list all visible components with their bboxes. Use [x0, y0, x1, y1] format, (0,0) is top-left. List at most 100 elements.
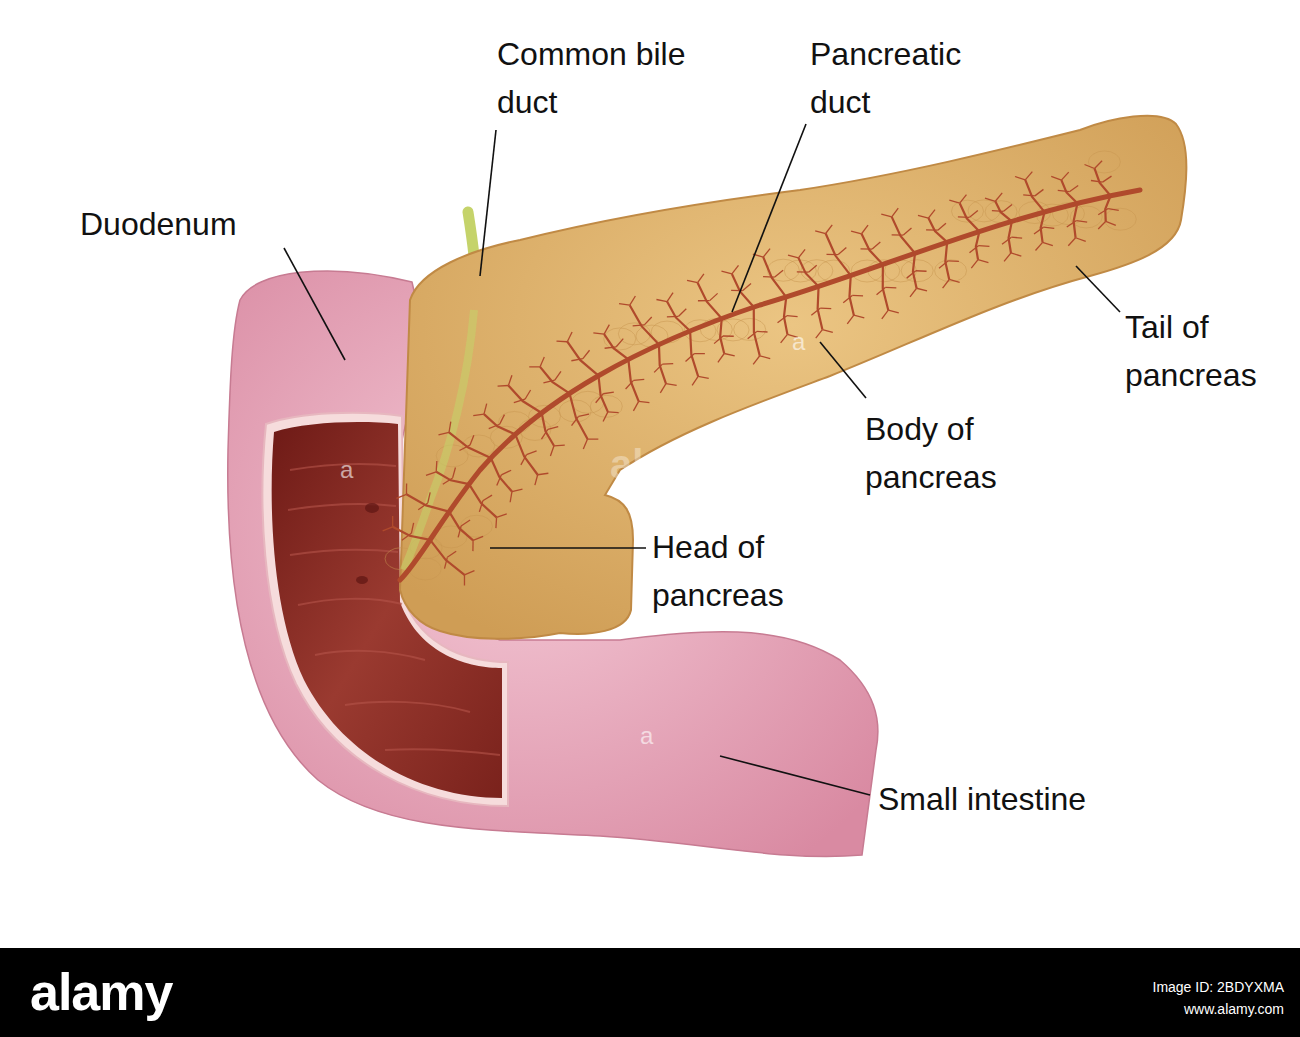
duct-twig [827, 254, 839, 255]
duct-twig [969, 246, 978, 253]
duct-twig [497, 514, 507, 518]
pancreatic-duct [400, 190, 1140, 580]
duct-twig [453, 468, 456, 478]
duct-branch [570, 393, 588, 439]
duct-twig [1004, 205, 1012, 212]
duct-branch [406, 494, 449, 511]
duct-twig [960, 195, 967, 203]
duct-twig [667, 316, 679, 318]
duct-twig [383, 527, 393, 531]
duct-twig [822, 330, 832, 333]
duct-twig [788, 255, 798, 258]
duct-branch [449, 512, 473, 541]
site-url: www.alamy.com [1184, 1000, 1284, 1018]
duct-twig [852, 295, 863, 297]
duct-twig [916, 270, 927, 272]
duct-twig [526, 451, 536, 455]
duct-twig [809, 265, 817, 272]
duct-twig [406, 483, 407, 494]
duct-twig [596, 394, 604, 403]
duct-twig [949, 200, 959, 203]
duct-branch [763, 257, 786, 297]
duct-twig [541, 429, 547, 439]
brand-logo: alamy [30, 962, 172, 1022]
duct-branch [667, 302, 690, 331]
duct-twig [426, 472, 436, 476]
duct-twig [662, 363, 673, 365]
duct-twig [872, 242, 880, 249]
duct-twig [543, 380, 554, 383]
duct-twig [698, 300, 710, 301]
duct-twig [958, 216, 970, 218]
duct-twig [436, 461, 438, 472]
duct-twig [798, 249, 805, 258]
duct-twig [583, 439, 587, 449]
duct-twig [723, 335, 734, 337]
lobule [572, 391, 604, 413]
duct-twig [548, 427, 558, 430]
duct-twig [1103, 176, 1112, 182]
duct-twig [763, 276, 775, 278]
duct-twig [567, 332, 572, 342]
duct-twig [464, 571, 474, 575]
duct-twig [979, 245, 990, 247]
part-label: Duodenum [80, 200, 237, 248]
duct-twig [608, 411, 619, 413]
duct-twig [1068, 238, 1075, 246]
duct-twig [458, 526, 461, 537]
leader-lines [284, 124, 1120, 795]
duct-twig [687, 280, 698, 282]
duct-twig [826, 225, 833, 234]
duct-twig [633, 324, 645, 326]
duct-twig [1044, 227, 1055, 228]
duct-branch [484, 414, 515, 434]
duct-twig [928, 210, 935, 219]
duct-twig [514, 399, 525, 402]
duct-twig [918, 215, 928, 218]
duct-twig [459, 445, 469, 450]
duct-twig [588, 438, 599, 439]
duct-twig [732, 265, 739, 274]
duct-twig [892, 208, 899, 217]
duct-twig [500, 415, 505, 425]
duct-twig [907, 271, 916, 278]
duct-twig [816, 330, 823, 339]
duct-twig [525, 390, 531, 399]
duct-twig [497, 475, 502, 486]
duct-branch [491, 458, 512, 492]
duct-twig [603, 392, 614, 394]
duct-twig [847, 315, 854, 324]
duct-twig [418, 503, 428, 510]
lobule [734, 318, 766, 340]
duct-twig [512, 489, 523, 491]
duct-twig [464, 575, 465, 586]
duct-twig [721, 271, 731, 274]
duct-twig [1011, 253, 1021, 256]
duct-twig [495, 517, 497, 528]
duct-twig [753, 356, 760, 365]
duct-twig [521, 455, 527, 465]
duct-twig [666, 384, 677, 386]
duct-twig [604, 325, 609, 334]
duct-twig [557, 340, 568, 342]
duct-twig [1095, 161, 1103, 169]
duct-twig [694, 353, 705, 354]
duct-twig [995, 193, 1002, 201]
duct-twig [443, 478, 453, 484]
duct-twig [1004, 253, 1011, 261]
duct-twig [1076, 221, 1087, 222]
duct-branch [1095, 168, 1111, 195]
duct-twig [479, 501, 482, 512]
pancreas-body [400, 116, 1186, 639]
duct-twig [438, 432, 449, 434]
duct-twig [396, 494, 406, 498]
duct-twig [881, 214, 891, 217]
duct-twig [939, 261, 948, 268]
lobule [901, 260, 933, 282]
part-label: Small intestine [878, 775, 1086, 823]
duct-branch [469, 484, 496, 517]
duct-twig [1035, 189, 1044, 196]
duct-twig [555, 371, 561, 380]
duct-branch [892, 217, 915, 253]
duct-twig [851, 231, 861, 234]
